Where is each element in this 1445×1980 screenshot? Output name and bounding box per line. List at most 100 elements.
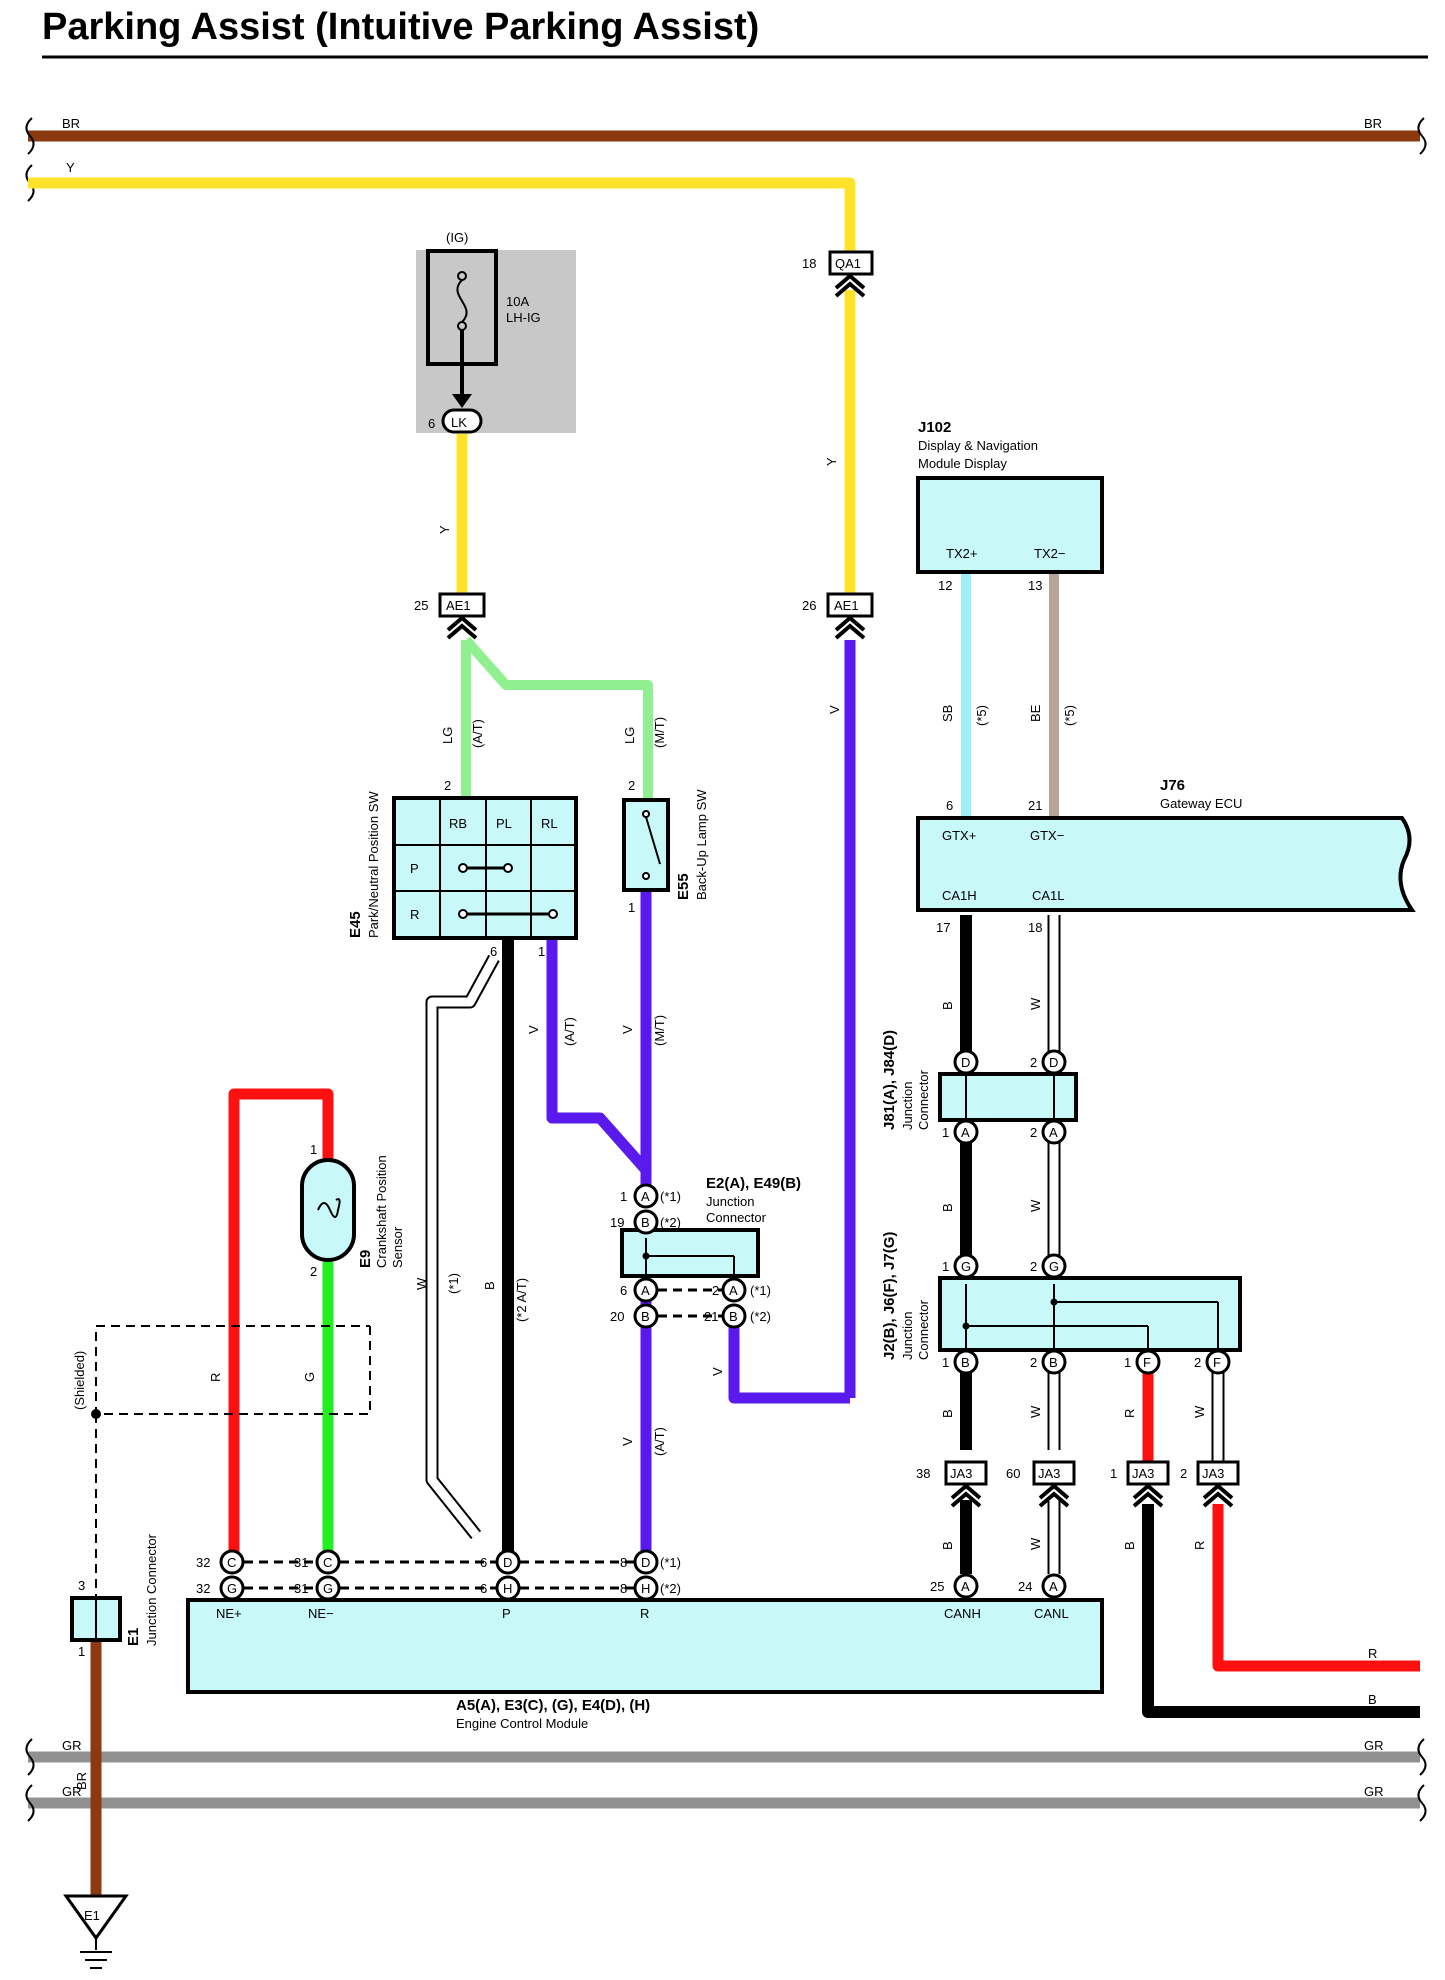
wire-code: SB bbox=[940, 705, 955, 722]
wire-code: R bbox=[1368, 1646, 1377, 1661]
ae1-right-connector bbox=[826, 592, 874, 640]
pin-number: 1 bbox=[1124, 1355, 1131, 1370]
switch-column: PL bbox=[496, 816, 512, 831]
pin-number: 1 bbox=[538, 944, 545, 959]
labels: BR BR Y GR GR GR GR (IG) 10A LH-IG 6 LK … bbox=[62, 116, 1384, 1923]
wire-code: GR bbox=[62, 1784, 82, 1799]
wire-code: GR bbox=[1364, 1784, 1384, 1799]
wire-code: W bbox=[1028, 997, 1043, 1010]
ja3-connectors bbox=[944, 1460, 1240, 1508]
pin-number: 6 bbox=[490, 944, 497, 959]
terminal-name: GTX+ bbox=[942, 828, 976, 843]
component-id: E1 bbox=[125, 1628, 142, 1646]
wire-code: V bbox=[620, 1025, 635, 1034]
component-name: Sensor bbox=[390, 1226, 405, 1268]
connector-code: LK bbox=[451, 415, 467, 430]
pin-number: 8 bbox=[620, 1555, 627, 1570]
terminal-name: NE+ bbox=[216, 1606, 242, 1621]
wire-code: Y bbox=[824, 457, 839, 466]
terminal-name: R bbox=[640, 1606, 649, 1621]
component-name: Junction bbox=[900, 1312, 915, 1360]
component-name: Gateway ECU bbox=[1160, 796, 1242, 811]
shield-label: (Shielded) bbox=[72, 1351, 87, 1410]
fuse-label: (IG) bbox=[446, 230, 468, 245]
wire-code: V bbox=[710, 1367, 725, 1376]
wire-lg-mt bbox=[462, 636, 653, 800]
component-name: Junction bbox=[900, 1082, 915, 1130]
connector-code: C bbox=[227, 1555, 236, 1570]
pin-number: 2 bbox=[1180, 1466, 1187, 1481]
pin-number: 17 bbox=[936, 920, 950, 935]
connector-code: A bbox=[641, 1189, 650, 1204]
pin-number: 2 bbox=[712, 1283, 719, 1298]
pin-number: 21 bbox=[1028, 798, 1042, 813]
wire-code: (A/T) bbox=[562, 1017, 577, 1046]
switch-column: RL bbox=[541, 816, 558, 831]
wire-code: G bbox=[302, 1372, 317, 1382]
component-id: E9 bbox=[357, 1250, 374, 1268]
wire-code: Y bbox=[437, 525, 452, 534]
connector-code: D bbox=[961, 1055, 970, 1070]
pin-number: 60 bbox=[1006, 1466, 1020, 1481]
pin-number: 1 bbox=[310, 1142, 317, 1157]
wire-code: BE bbox=[1028, 704, 1043, 722]
connector-code: B bbox=[961, 1355, 970, 1370]
e2-junction bbox=[620, 1228, 760, 1278]
wire-code: LG bbox=[622, 727, 637, 744]
lk-connector bbox=[441, 408, 483, 434]
wire-code: V bbox=[526, 1025, 541, 1034]
wire-code: (M/T) bbox=[652, 1015, 667, 1046]
component-name: Connector bbox=[706, 1210, 767, 1225]
wire-code: B bbox=[1122, 1541, 1137, 1550]
wire-code: W bbox=[1028, 1199, 1043, 1212]
fuse-block bbox=[416, 249, 576, 434]
connector-code: C bbox=[323, 1555, 332, 1570]
terminal-name: CA1H bbox=[942, 888, 977, 903]
terminal-name: P bbox=[502, 1606, 511, 1621]
pin-number: 2 bbox=[310, 1264, 317, 1279]
pin-number: 6 bbox=[946, 798, 953, 813]
note: (*2) bbox=[660, 1581, 681, 1596]
pin-number: 31 bbox=[294, 1581, 308, 1596]
e45-switch bbox=[392, 796, 578, 940]
pin-number: 38 bbox=[916, 1466, 930, 1481]
pin-number: 8 bbox=[620, 1581, 627, 1596]
j102-box bbox=[916, 476, 1104, 574]
pin-number: 12 bbox=[938, 578, 952, 593]
wire-r-exit bbox=[1212, 1504, 1420, 1672]
component-name: Connector bbox=[916, 1299, 931, 1360]
terminal-name: CA1L bbox=[1032, 888, 1065, 903]
break-mark bbox=[25, 117, 35, 155]
wire-code: (*5) bbox=[1062, 705, 1077, 726]
wire-code: R bbox=[1122, 1409, 1137, 1418]
pin-number: 1 bbox=[78, 1644, 85, 1659]
break-mark bbox=[1417, 1738, 1427, 1776]
ecm-box bbox=[186, 1598, 1104, 1694]
pin-number: 6 bbox=[480, 1555, 487, 1570]
terminal-name: CANL bbox=[1034, 1606, 1069, 1621]
pin-number: 1 bbox=[942, 1259, 949, 1274]
component-name: Engine Control Module bbox=[456, 1716, 588, 1731]
connector-code: G bbox=[323, 1581, 333, 1596]
component-id: J81(A), J84(D) bbox=[881, 1030, 898, 1130]
connector-code: JA3 bbox=[1202, 1466, 1224, 1481]
connector-dash-links bbox=[244, 1288, 724, 1590]
wire-code: B bbox=[940, 1203, 955, 1212]
wire-code: (M/T) bbox=[652, 717, 667, 748]
note: (*1) bbox=[660, 1555, 681, 1570]
wire-code: (*1) bbox=[446, 1273, 461, 1294]
connector-code: B bbox=[641, 1215, 650, 1230]
pin-circles bbox=[219, 1049, 1231, 1601]
wire-code: (A/T) bbox=[470, 719, 485, 748]
inline-connectors bbox=[438, 250, 1240, 1508]
ae1-left-connector bbox=[438, 592, 486, 640]
pin-number: 24 bbox=[1018, 1579, 1032, 1594]
wire-code: B bbox=[482, 1281, 497, 1290]
connector-code: H bbox=[503, 1581, 512, 1596]
pin-number: 1 bbox=[942, 1355, 949, 1370]
connector-code: A bbox=[729, 1283, 738, 1298]
switch-column: RB bbox=[449, 816, 467, 831]
pin-number: 2 bbox=[1030, 1055, 1037, 1070]
pin-number: 1 bbox=[942, 1125, 949, 1140]
break-mark bbox=[1417, 1784, 1427, 1822]
